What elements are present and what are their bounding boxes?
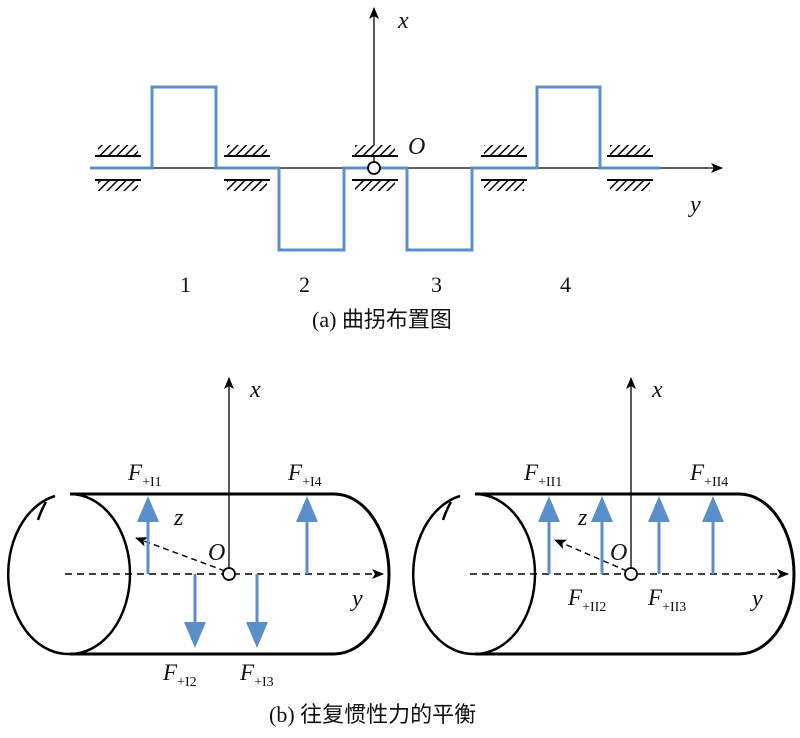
right-z-axis [554, 539, 628, 572]
a-origin-label: O [408, 134, 425, 160]
caption-b: (b) 往复惯性力的平衡 [269, 702, 476, 727]
left-axis-x-label: x [249, 377, 261, 403]
right-force-arrow-4 [702, 496, 724, 574]
left-force-label-1: F+I1 [127, 460, 162, 490]
right-force-label-2: F+II2 [567, 585, 606, 615]
right-cylinder-front [411, 492, 537, 656]
bearing-5 [607, 145, 653, 191]
left-origin-point [222, 567, 236, 581]
right-force-arrow-1 [538, 496, 560, 574]
crank-label-3: 3 [431, 272, 442, 297]
right-force-arrow-3 [648, 496, 670, 574]
left-force-arrow-2 [184, 574, 206, 648]
right-origin-point [624, 567, 638, 581]
right-axis-z-label: z [577, 505, 588, 531]
a-axis-y-label: y [688, 192, 701, 218]
left-force-arrow-1 [137, 496, 159, 574]
left-force-label-3: F+I3 [239, 660, 274, 690]
left-force-label-2: F+I2 [162, 660, 197, 690]
crank-label-1: 1 [180, 272, 191, 297]
left-z-axis [135, 537, 226, 572]
right-force-label-3: F+II3 [647, 585, 686, 615]
right-force-label-1: F+II1 [523, 460, 562, 490]
right-force-label-4: F+II4 [689, 460, 728, 490]
left-axis-z-label: z [173, 505, 184, 531]
left-cylinder-body [70, 492, 391, 656]
caption-a: (a) 曲拐布置图 [312, 307, 452, 332]
bearing-3 [352, 145, 398, 191]
crank-label-2: 2 [299, 272, 310, 297]
crank-label-4: 4 [560, 272, 571, 297]
right-origin-label: O [610, 540, 627, 566]
right-axis-x-label: x [651, 377, 663, 403]
diagram-a: x y O 1 2 3 4 (a) 曲拐布置图 [90, 7, 723, 332]
left-force-arrow-3 [246, 574, 268, 648]
left-origin-label: O [208, 540, 225, 566]
left-force-arrow-4 [296, 496, 318, 574]
a-axis-x-label: x [397, 8, 409, 34]
right-cylinder-body [475, 492, 796, 656]
bearing-2 [224, 145, 270, 191]
left-force-label-4: F+I4 [287, 460, 322, 490]
left-axis-y-label: y [350, 586, 363, 612]
left-cylinder-front [6, 492, 132, 656]
a-origin-point [367, 161, 381, 175]
bearing-1 [95, 145, 141, 191]
right-axis-y-label: y [750, 586, 763, 612]
right-force-arrow-2 [591, 496, 613, 574]
diagram-b-left: x y z O F+I1 F+I4 F+I2 F+I3 [6, 377, 391, 690]
bearing-4 [481, 145, 527, 191]
diagram-b-right: x y z O F+II1 F+II4 F+II2 F+II3 [411, 377, 796, 656]
